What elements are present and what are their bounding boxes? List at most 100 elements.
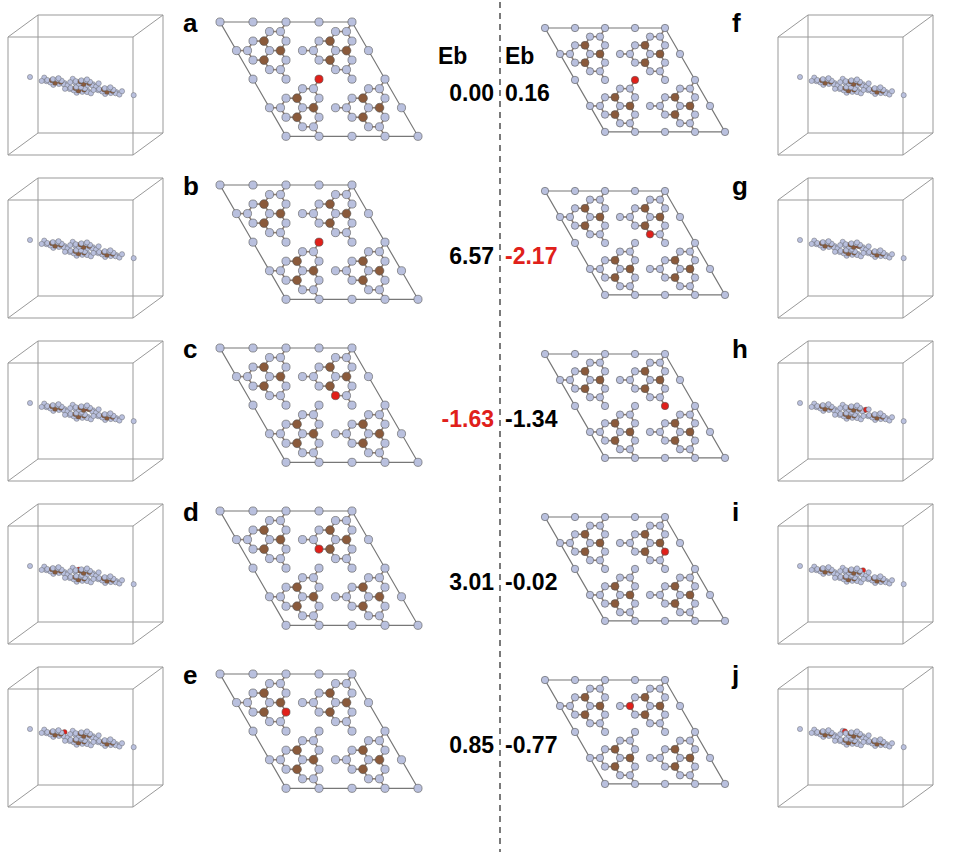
atom — [586, 265, 593, 272]
atom — [45, 403, 50, 408]
atom — [348, 181, 356, 189]
atom — [79, 404, 84, 409]
atom — [249, 382, 257, 390]
box-edge — [808, 178, 809, 296]
atom — [566, 376, 573, 383]
atom — [131, 419, 136, 424]
atom — [611, 274, 619, 282]
atom — [73, 79, 78, 84]
atom — [108, 85, 113, 90]
atom — [601, 291, 608, 298]
atom — [298, 248, 306, 256]
atom — [571, 239, 578, 246]
atom — [676, 248, 683, 255]
atom — [686, 85, 693, 92]
top-view — [216, 18, 422, 140]
atom — [282, 37, 290, 45]
atom — [108, 411, 113, 416]
atom — [611, 93, 619, 101]
atom — [68, 574, 73, 579]
atom — [293, 276, 302, 285]
atom — [671, 93, 679, 101]
atom — [331, 66, 339, 74]
atom — [50, 566, 55, 571]
atom — [414, 132, 422, 140]
atom — [414, 295, 422, 303]
atom — [601, 128, 608, 135]
atom — [84, 566, 89, 571]
atom — [691, 274, 698, 281]
atom — [809, 78, 814, 83]
box-edge — [133, 133, 163, 155]
atom — [309, 248, 317, 256]
atom — [815, 77, 820, 82]
atom — [84, 77, 89, 82]
atom — [586, 68, 593, 75]
atom — [348, 439, 356, 447]
atom — [39, 404, 44, 409]
atom — [298, 123, 306, 131]
atom — [686, 248, 693, 255]
atom — [686, 411, 693, 418]
side-view — [778, 178, 933, 318]
box-edge — [778, 133, 808, 155]
side-view — [8, 504, 163, 644]
atom — [397, 430, 405, 438]
atom — [359, 94, 368, 103]
atom — [375, 248, 383, 256]
atom — [348, 18, 356, 26]
atom — [889, 89, 894, 94]
atom — [661, 59, 668, 66]
atom — [342, 353, 350, 361]
box-edge — [133, 622, 163, 644]
atom — [348, 401, 356, 409]
atom — [631, 222, 638, 229]
atom — [626, 213, 633, 220]
atom — [809, 404, 814, 409]
atom — [331, 104, 339, 112]
atom — [646, 68, 653, 75]
atom — [293, 420, 302, 429]
box-edge — [163, 504, 164, 622]
atom — [282, 132, 290, 140]
box-edge — [808, 178, 933, 179]
atom — [601, 76, 608, 83]
atom — [656, 231, 663, 238]
atom — [91, 576, 96, 581]
atom — [586, 231, 593, 238]
atom — [364, 267, 372, 275]
atom — [326, 382, 335, 391]
atom — [315, 401, 323, 409]
atom — [62, 249, 67, 254]
atom — [282, 94, 290, 102]
box-edge — [38, 622, 163, 623]
atom — [249, 363, 257, 371]
atom — [641, 385, 649, 393]
atom — [586, 102, 593, 109]
atom — [342, 372, 351, 381]
box-edge — [8, 363, 133, 364]
atom — [878, 248, 883, 253]
atom — [348, 295, 356, 303]
atom — [820, 77, 825, 82]
atom — [276, 430, 284, 438]
atom — [276, 267, 284, 275]
atom — [661, 205, 668, 212]
atom — [331, 430, 339, 438]
atom — [656, 265, 663, 272]
atom — [691, 291, 698, 298]
atom — [661, 42, 668, 49]
box-edge — [8, 37, 9, 155]
atom — [646, 265, 653, 272]
atom — [364, 449, 372, 457]
atom — [721, 454, 728, 461]
atom — [626, 283, 633, 290]
atom — [631, 368, 638, 375]
atom — [342, 392, 350, 400]
atom — [601, 420, 608, 427]
top-view — [541, 187, 728, 298]
atom — [571, 76, 578, 83]
atom — [631, 437, 638, 444]
box-edge — [38, 178, 163, 179]
atom — [68, 248, 73, 253]
